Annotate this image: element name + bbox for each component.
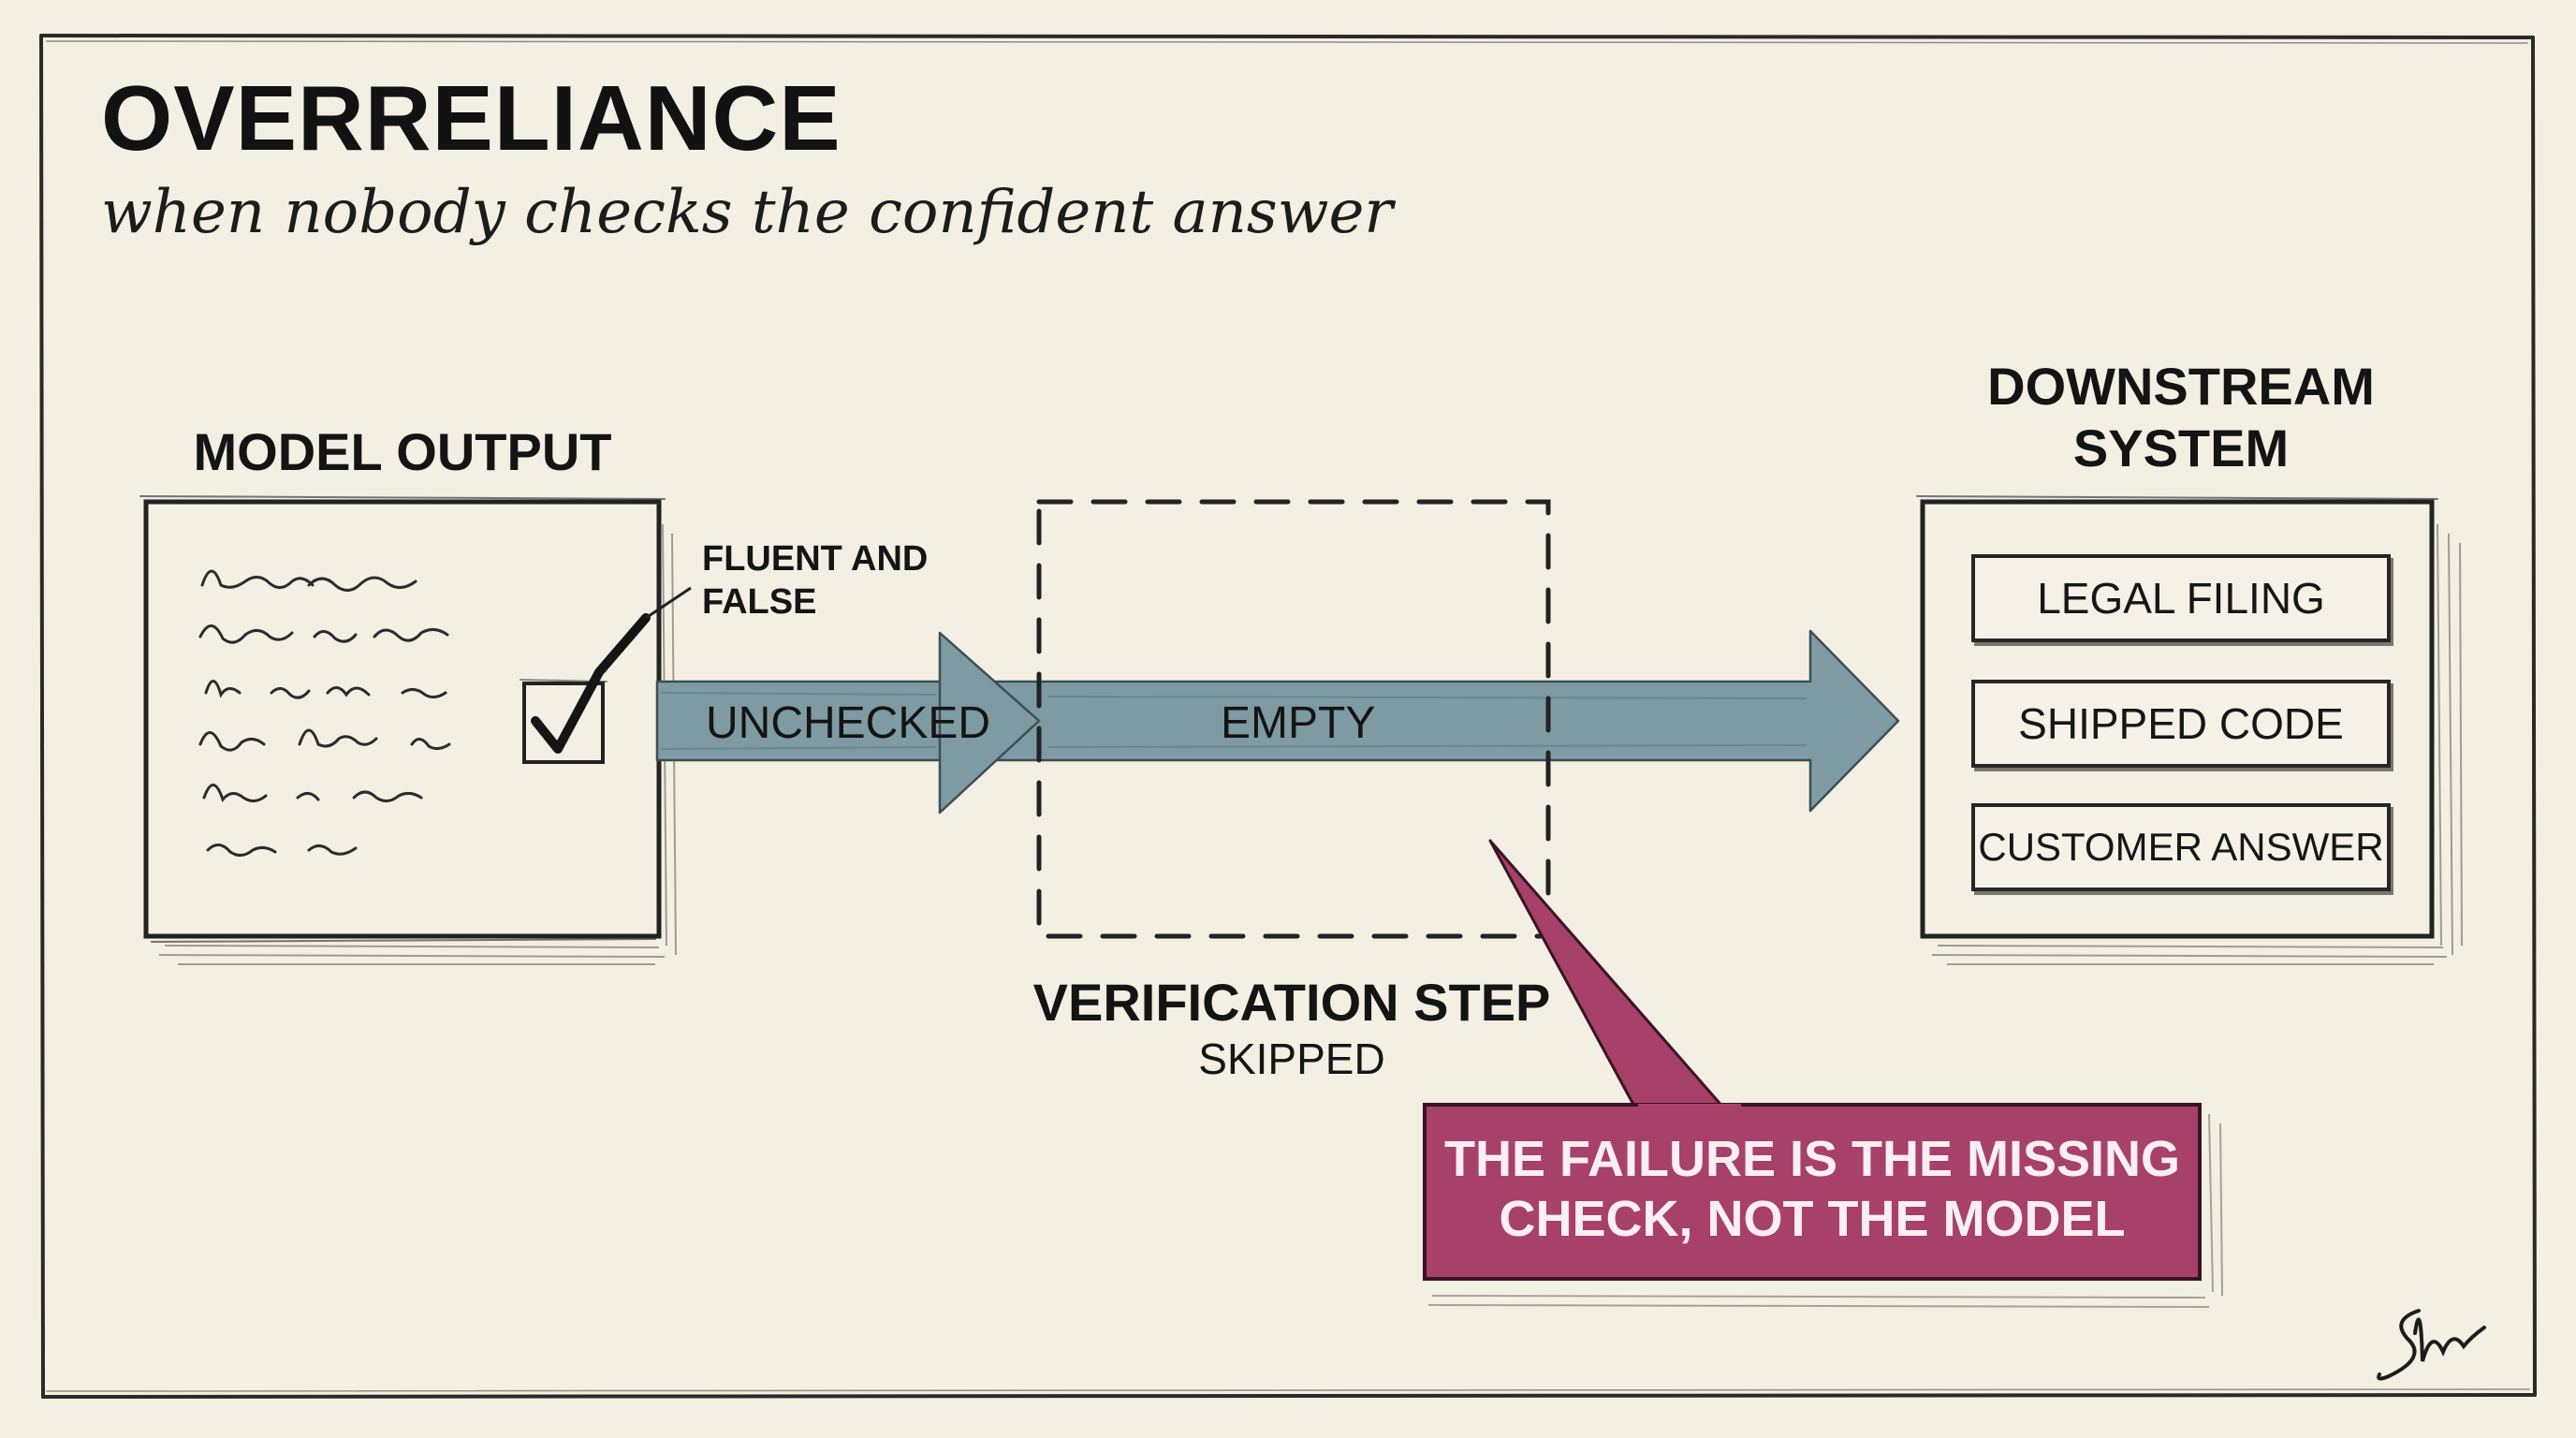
downstream-box-shadow — [1931, 523, 2463, 965]
unchecked-label: UNCHECKED — [706, 698, 991, 748]
checkmark-icon — [531, 613, 651, 754]
verification-box — [1036, 499, 1551, 939]
model-box-shadow — [158, 523, 677, 965]
page-subtitle: when nobody checks the confident answer — [101, 178, 1393, 247]
main-arrow — [655, 629, 1900, 814]
scribble-text — [198, 569, 451, 857]
outer-frame — [39, 34, 2537, 1399]
callout-box — [1423, 1103, 2202, 1281]
fluent-and-false-note: FLUENT AND FALSE — [702, 539, 929, 622]
model-output-box — [139, 495, 666, 943]
downstream-item-shipped-code: SHIPPED CODE — [1971, 680, 2391, 768]
downstream-item-legal-filing: LEGAL FILING — [1971, 554, 2391, 642]
empty-label: EMPTY — [1221, 698, 1376, 748]
verification-step-title: VERIFICATION STEP — [1032, 973, 1551, 1032]
verification-status: SKIPPED — [1198, 1034, 1385, 1083]
downstream-item-customer-answer: CUSTOMER ANSWER — [1971, 803, 2391, 891]
downstream-box — [1916, 495, 2438, 939]
callout-shadow — [1427, 1113, 2223, 1308]
page-title: OVERRELIANCE — [101, 66, 842, 169]
signature-mark — [2377, 1309, 2486, 1381]
callout-text: THE FAILURE IS THE MISSING CHECK, NOT TH… — [1443, 1131, 2181, 1247]
downstream-system-title: DOWNSTREAM SYSTEM — [1987, 357, 2375, 477]
model-output-title: MODEL OUTPUT — [193, 422, 612, 481]
note-leader-line — [645, 586, 692, 620]
